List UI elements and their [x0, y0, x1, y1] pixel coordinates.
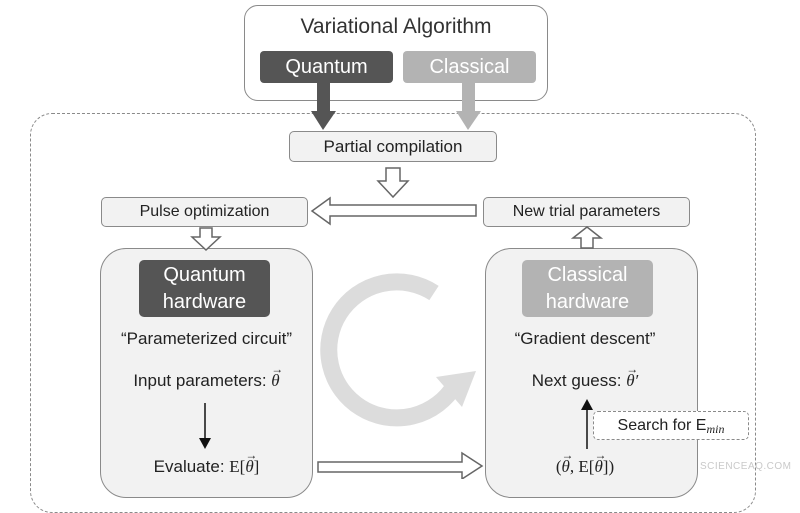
classical-down-arrow — [456, 83, 481, 130]
classical-tag: Classical — [403, 51, 536, 83]
connector-layer — [190, 83, 604, 479]
quantum-tag: Quantum — [260, 51, 393, 83]
trial-to-pulse-arrow — [310, 196, 477, 226]
watermark: SCIENCEAQ.COM — [700, 461, 792, 472]
theta-expectation-label: (θ→, E[θ→]) — [555, 448, 615, 476]
compile-down-arrow — [376, 167, 410, 199]
quantum-hardware-line2: hardware — [162, 290, 247, 313]
evaluate-down-arrow — [198, 403, 212, 454]
search-text: Search for E — [617, 416, 707, 434]
evaluate-label: Evaluate: E[θ→] — [153, 448, 260, 476]
quantum-hardware-tag: Quantum hardware — [139, 260, 270, 317]
diagram-title: Variational Algorithm — [300, 15, 492, 38]
classical-hardware-line2: hardware — [545, 290, 630, 313]
theta-vector: θ→ — [271, 362, 284, 390]
partial-compilation-box: Partial compilation — [289, 131, 497, 162]
pulse-down-arrow — [190, 227, 222, 252]
classical-hardware-line1: Classical — [547, 263, 628, 286]
classical-up-arrow — [570, 226, 604, 249]
loop-circle-icon — [320, 273, 476, 427]
quantum-hardware-line1: Quantum — [163, 263, 246, 286]
search-subscript: min — [706, 422, 725, 436]
gradient-descent-label: “Gradient descent” — [514, 329, 656, 348]
parameterized-circuit-label: “Parameterized circuit” — [121, 329, 292, 348]
next-guess-up-arrow — [580, 399, 594, 454]
next-guess-label: Next guess: θ′→ — [485, 362, 685, 391]
theta-prime-vector: θ′→ — [626, 362, 639, 390]
classical-hardware-tag: Classical hardware — [522, 260, 653, 317]
evaluate-text: Evaluate: — [153, 457, 230, 476]
input-parameters-text: Input parameters: — [133, 371, 272, 390]
quantum-down-arrow — [311, 83, 336, 130]
pulse-optimization-box: Pulse optimization — [101, 197, 308, 227]
next-guess-text: Next guess: — [531, 371, 627, 390]
input-parameters-label: Input parameters: θ→ — [100, 362, 313, 391]
evaluate-right-arrow — [317, 451, 484, 479]
